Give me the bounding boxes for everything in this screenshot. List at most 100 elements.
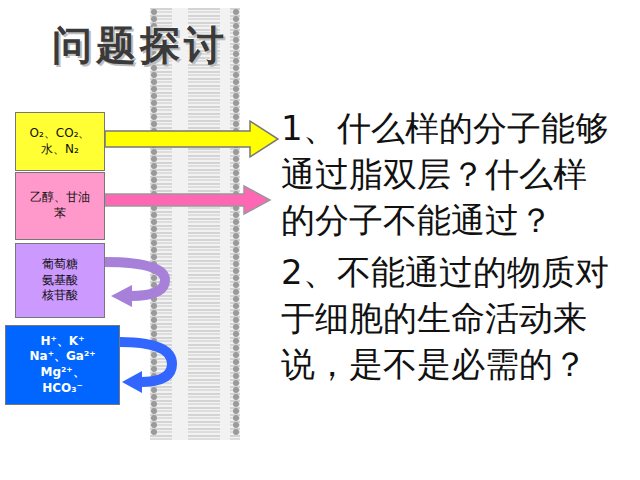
question-text: 1、什么样的分子能够通过脂双层？什么样的分子不能通过？ bbox=[281, 106, 616, 244]
lipid-head bbox=[233, 107, 239, 113]
molecule-box: 乙醇、甘油 苯 bbox=[15, 172, 105, 240]
lipid-head bbox=[233, 296, 239, 302]
lipid-head bbox=[233, 65, 239, 71]
lipid-head bbox=[233, 359, 239, 365]
lipid-head bbox=[233, 429, 239, 435]
lipid-head bbox=[151, 107, 157, 113]
lipid-head bbox=[233, 149, 239, 155]
molecule-box: O₂、CO₂、水、N₂ bbox=[15, 112, 105, 171]
pass-arrow bbox=[105, 121, 278, 157]
lipid-head bbox=[151, 310, 157, 316]
lipid-head bbox=[233, 380, 239, 386]
lipid-head bbox=[233, 30, 239, 36]
lipid-head bbox=[151, 177, 157, 183]
lipid-head bbox=[233, 275, 239, 281]
lipid-head bbox=[233, 184, 239, 190]
arrow-head bbox=[111, 285, 132, 307]
lipid-head bbox=[151, 86, 157, 92]
molecule-list: 乙醇、甘油 苯 bbox=[29, 190, 91, 221]
lipid-head bbox=[151, 184, 157, 190]
slide-title: 问题探讨 bbox=[52, 18, 228, 73]
lipid-head bbox=[233, 345, 239, 351]
lipid-head bbox=[151, 170, 157, 176]
lipid-head bbox=[151, 422, 157, 428]
lipid-head bbox=[233, 289, 239, 295]
lipid-head bbox=[233, 303, 239, 309]
lipid-head bbox=[233, 338, 239, 344]
lipid-head bbox=[151, 324, 157, 330]
lipid-head bbox=[151, 149, 157, 155]
lipid-head bbox=[151, 366, 157, 372]
lipid-head bbox=[151, 317, 157, 323]
lipid-head bbox=[151, 275, 157, 281]
lipid-head bbox=[151, 394, 157, 400]
lipid-head bbox=[233, 177, 239, 183]
lipid-head bbox=[233, 16, 239, 22]
lipid-head bbox=[233, 401, 239, 407]
lipid-head bbox=[151, 429, 157, 435]
lipid-head bbox=[151, 240, 157, 246]
lipid-head bbox=[151, 359, 157, 365]
molecule-list: H⁺、K⁺ Na⁺、Ga²⁺ Mg²⁺、HCO₃⁻ bbox=[21, 334, 105, 396]
lipid-head bbox=[233, 86, 239, 92]
lipid-head bbox=[233, 226, 239, 232]
lipid-head bbox=[233, 394, 239, 400]
question-text: 2、不能通过的物质对于细胞的生命活动来说，是不是必需的？ bbox=[281, 250, 616, 388]
lipid-head bbox=[233, 366, 239, 372]
lipid-head bbox=[151, 156, 157, 162]
lipid-head bbox=[151, 331, 157, 337]
lipid-head bbox=[151, 247, 157, 253]
lipid-head bbox=[233, 387, 239, 393]
lipid-head bbox=[233, 352, 239, 358]
lipid-head bbox=[233, 219, 239, 225]
lipid-head bbox=[233, 254, 239, 260]
lipid-head bbox=[233, 93, 239, 99]
lipid-head bbox=[233, 37, 239, 43]
lipid-head bbox=[233, 100, 239, 106]
blocked-arrow bbox=[105, 262, 165, 296]
lipid-head bbox=[151, 408, 157, 414]
lipid-head bbox=[233, 72, 239, 78]
lipid-head bbox=[233, 58, 239, 64]
lipid-head bbox=[233, 282, 239, 288]
blocked-arrow bbox=[120, 342, 172, 382]
lipid-head bbox=[233, 310, 239, 316]
lipid-head bbox=[233, 317, 239, 323]
lipid-head bbox=[151, 254, 157, 260]
arrow-head bbox=[122, 371, 142, 393]
lipid-head bbox=[151, 219, 157, 225]
lipid-head bbox=[151, 401, 157, 407]
lipid-head bbox=[233, 415, 239, 421]
lipid-head bbox=[151, 79, 157, 85]
lipid-head bbox=[233, 170, 239, 176]
molecule-list: O₂、CO₂、水、N₂ bbox=[27, 126, 93, 157]
lipid-head bbox=[233, 121, 239, 127]
molecule-box: H⁺、K⁺ Na⁺、Ga²⁺ Mg²⁺、HCO₃⁻ bbox=[5, 325, 120, 405]
lipid-head bbox=[151, 121, 157, 127]
lipid-head bbox=[151, 114, 157, 120]
lipid-head bbox=[233, 9, 239, 15]
lipid-head bbox=[233, 23, 239, 29]
lipid-head bbox=[151, 16, 157, 22]
lipid-head bbox=[233, 331, 239, 337]
lipid-head bbox=[233, 324, 239, 330]
molecule-list: 葡萄糖 氨基酸 核苷酸 bbox=[35, 257, 85, 304]
lipid-head bbox=[151, 163, 157, 169]
molecule-box: 葡萄糖 氨基酸 核苷酸 bbox=[15, 243, 105, 318]
lipid-head bbox=[233, 247, 239, 253]
lipid-head bbox=[233, 233, 239, 239]
pass-arrow bbox=[105, 186, 270, 214]
lipid-head bbox=[233, 44, 239, 50]
lipid-head bbox=[233, 422, 239, 428]
lipid-head bbox=[151, 387, 157, 393]
lipid-head bbox=[233, 373, 239, 379]
lipid-head bbox=[233, 268, 239, 274]
lipid-head bbox=[151, 233, 157, 239]
lipid-head bbox=[151, 9, 157, 15]
lipid-head bbox=[233, 240, 239, 246]
lipid-head bbox=[151, 303, 157, 309]
lipid-head bbox=[233, 51, 239, 57]
lipid-head bbox=[151, 226, 157, 232]
